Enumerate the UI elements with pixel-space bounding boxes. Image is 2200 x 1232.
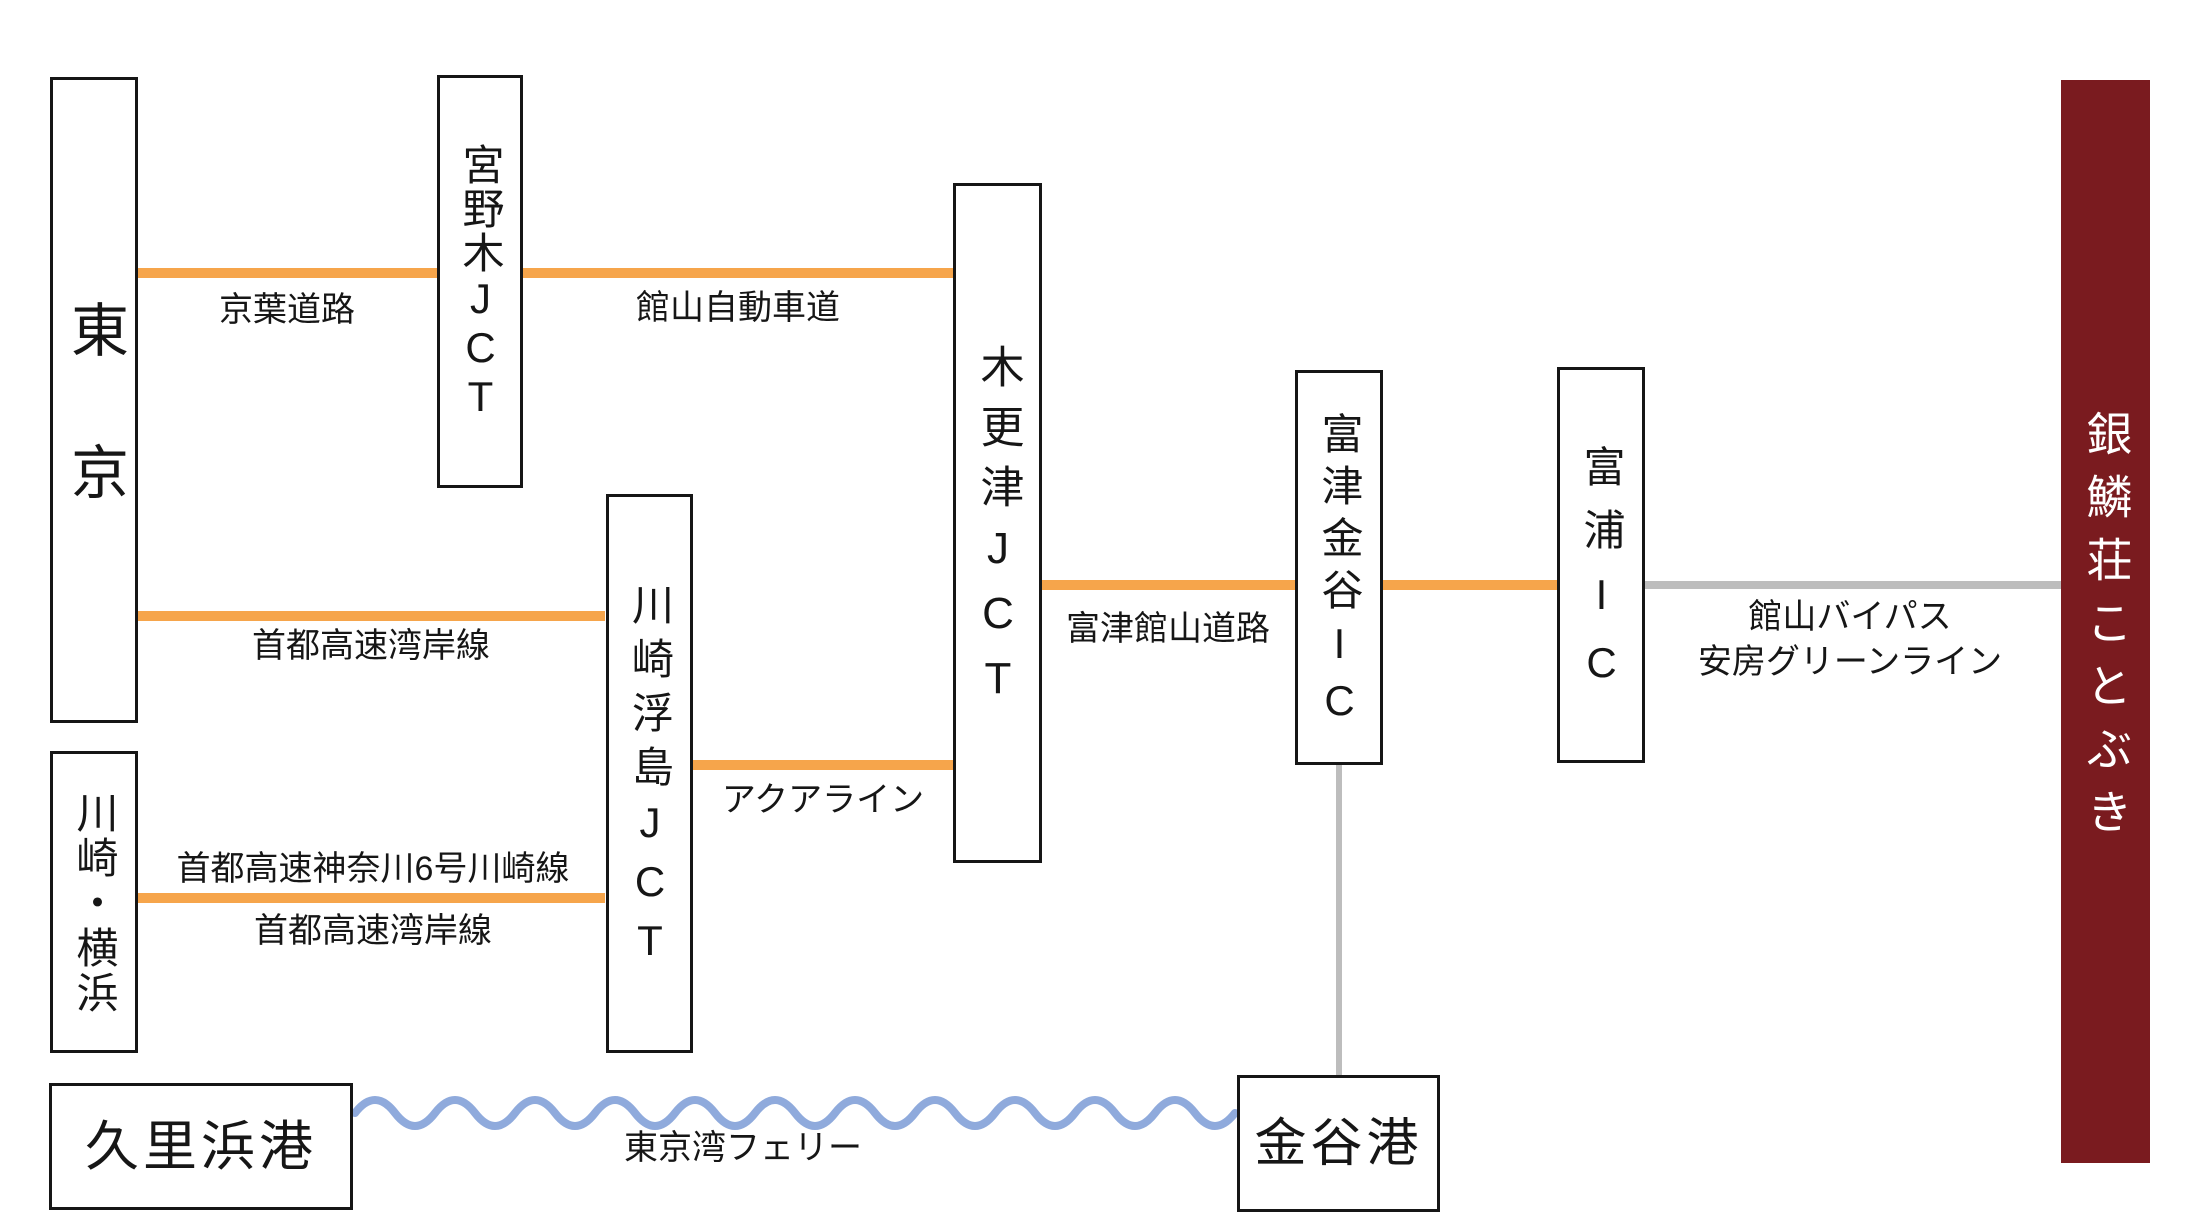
road-line-keiyo	[138, 268, 437, 278]
road-label-futtsu-tateyama: 富津館山道路	[1066, 610, 1270, 648]
road-label-awa-greenline: 安房グリーンライン	[1697, 643, 2003, 681]
road-label-shuto-wangan-kawasaki: 首都高速湾岸線	[254, 912, 492, 950]
road-label-shuto-wangan-tokyo: 首都高速湾岸線	[252, 627, 490, 665]
road-label-tokyo-bay-ferry: 東京湾フェリー	[624, 1129, 862, 1167]
node-miyanogi-jct: 宮野木JCT	[437, 75, 523, 488]
node-tokyo: 東京	[50, 77, 138, 723]
road-line-shuto-wangan-tokyo	[138, 611, 605, 621]
road-label-tateyama-expressway: 館山自動車道	[636, 289, 840, 327]
road-label-shuto-kanagawa6: 首都高速神奈川6号川崎線	[176, 850, 570, 888]
node-futtsu-kanaya-ic-label: 富津金谷IC	[1316, 411, 1363, 734]
road-label-keiyo: 京葉道路	[219, 291, 355, 329]
node-kisarazu-jct-label: 木更津JCT	[973, 343, 1023, 719]
node-kurihama-port: 久里浜港	[49, 1083, 353, 1210]
road-label-tateyama-bypass: 館山バイパス	[1748, 598, 1952, 636]
road-label-aqualine: アクアライン	[721, 781, 925, 819]
node-futtsu-kanaya-ic: 富津金谷IC	[1295, 370, 1383, 765]
node-kanaya-port-label: 金谷港	[1254, 1114, 1423, 1173]
road-line-shuto-kanagawa6	[138, 893, 605, 903]
road-line-ic-to-ic	[1383, 580, 1557, 590]
ferry-wave-path	[353, 1096, 1237, 1130]
node-kurihama-port-label: 久里浜港	[85, 1116, 317, 1177]
node-tomiura-ic: 富浦IC	[1557, 367, 1645, 763]
destination-label: 銀鱗荘ことぶき	[2080, 409, 2132, 851]
node-kanaya-port: 金谷港	[1237, 1075, 1440, 1212]
road-line-to-kanaya-port	[1336, 765, 1342, 1075]
node-kawasaki-yokohama-label: 川崎・横浜	[71, 791, 118, 1016]
destination-banner: 銀鱗荘ことぶき	[2061, 80, 2150, 1163]
node-kawasaki-ukishima-jct-label: 川崎浮島JCT	[626, 583, 674, 976]
ferry-wavy-line	[353, 1096, 1237, 1130]
node-tokyo-label: 東京	[62, 300, 127, 584]
node-kawasaki-ukishima-jct: 川崎浮島JCT	[606, 494, 693, 1053]
node-tomiura-ic-label: 富浦IC	[1578, 444, 1625, 707]
road-label-bypass-greenline: 館山バイパス 安房グリーンライン	[1698, 595, 2002, 685]
road-line-tateyama-bypass	[1645, 581, 2061, 589]
road-line-futtsu-tateyama	[1042, 580, 1295, 590]
road-line-tateyama-expressway	[523, 268, 953, 278]
node-miyanogi-jct-label: 宮野木JCT	[457, 143, 504, 422]
node-kawasaki-yokohama: 川崎・横浜	[50, 751, 138, 1053]
road-line-aqualine	[693, 760, 953, 770]
node-kisarazu-jct: 木更津JCT	[953, 183, 1042, 863]
